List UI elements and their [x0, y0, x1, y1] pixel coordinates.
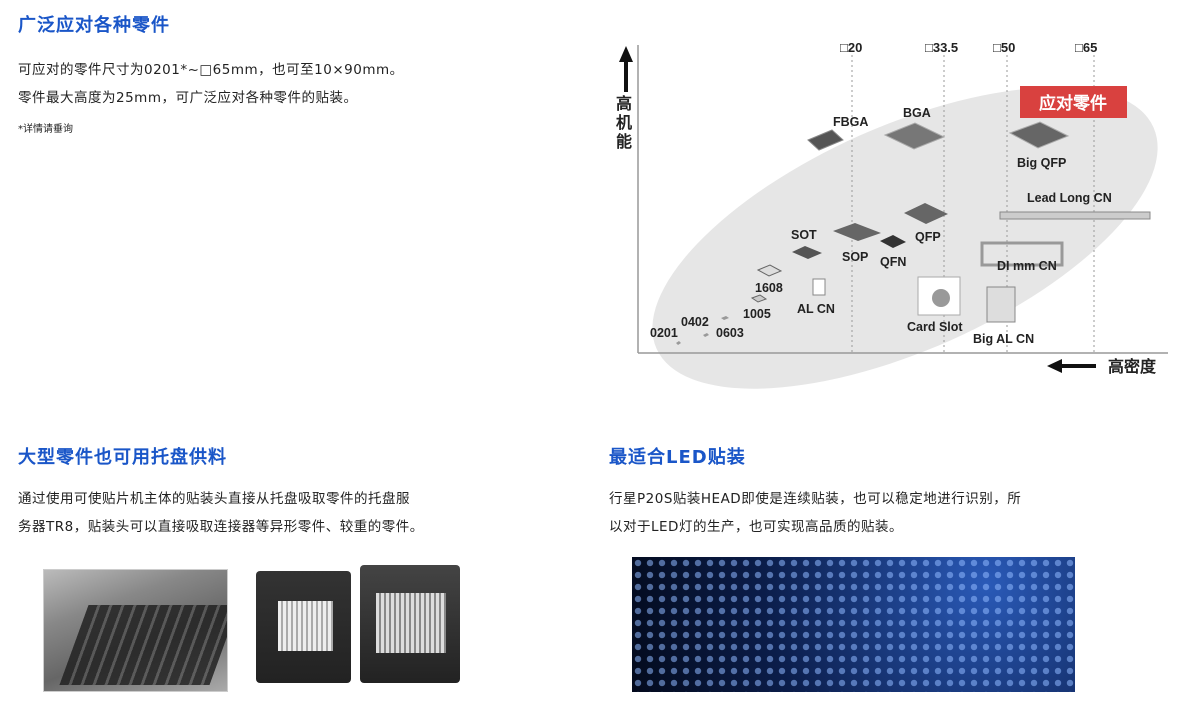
label-card-slot: Card Slot: [907, 320, 963, 334]
label-al-cn: AL CN: [797, 302, 835, 316]
label-big-al-cn: Big AL CN: [973, 332, 1034, 346]
parts-line-1: 可应对的零件尺寸为0201*~□65mm，也可至10×90mm。: [18, 62, 404, 78]
label-sot: SOT: [791, 228, 817, 242]
y-axis-label: 高机能: [616, 94, 633, 151]
badge-box: [1020, 86, 1127, 118]
section-title-tray: 大型零件也可用托盘供料: [18, 447, 227, 468]
component-shapes: [676, 121, 1151, 345]
label-fbga: FBGA: [833, 115, 868, 129]
tray-line-2: 务器TR8，贴装头可以直接吸取连接器等异形零件、较重的零件。: [18, 519, 424, 535]
up-arrow-icon: [619, 46, 633, 92]
size-tick: □65: [1075, 40, 1097, 55]
inquiry-note: *详情请垂询: [18, 124, 73, 135]
led-line-2: 以对于LED灯的生产，也可实现高品质的贴装。: [609, 519, 903, 535]
led-display-photo: [632, 557, 1075, 692]
left-arrow-icon: [1047, 359, 1096, 373]
label-0402: 0402: [681, 315, 709, 329]
label-dimm-cn: DI mm CN: [997, 259, 1057, 273]
component-range-diagram: 高密度 应对零件 □20 □33.5 □50 □65 FBGA BGA Big …: [619, 40, 1168, 389]
label-big-qfp: Big QFP: [1017, 156, 1066, 170]
label-qfp: QFP: [915, 230, 941, 244]
led-description: 行星P20S贴装HEAD即使是连续贴装，也可以稳定地进行识别，所 以对于LED灯…: [609, 485, 1021, 541]
label-sop: SOP: [842, 250, 868, 264]
tray-feeder-machines-photo: [248, 563, 472, 692]
label-bga: BGA: [903, 106, 931, 120]
size-tick: □20: [840, 40, 862, 55]
label-qfn: QFN: [880, 255, 906, 269]
label-1005: 1005: [743, 307, 771, 321]
x-axis-label: 高密度: [1108, 357, 1157, 376]
section-title-parts: 广泛应对各种零件: [18, 15, 170, 36]
tray-photo: [43, 569, 228, 692]
tray-description: 通过使用可使贴片机主体的贴装头直接从托盘吸取零件的托盘服 务器TR8，贴装头可以…: [18, 485, 424, 541]
coverage-ellipse: [652, 87, 1158, 389]
label-0201: 0201: [650, 326, 678, 340]
parts-description: 可应对的零件尺寸为0201*~□65mm，也可至10×90mm。 零件最大高度为…: [18, 56, 404, 112]
label-0603: 0603: [716, 326, 744, 340]
tray-line-1: 通过使用可使贴片机主体的贴装头直接从托盘吸取零件的托盘服: [18, 491, 410, 507]
section-title-led: 最适合LED贴装: [609, 447, 746, 468]
led-line-1: 行星P20S贴装HEAD即使是连续贴装，也可以稳定地进行识别，所: [609, 491, 1022, 507]
label-lead-long-cn: Lead Long CN: [1027, 191, 1112, 205]
size-tick: □33.5: [925, 40, 958, 55]
parts-line-2: 零件最大高度为25mm，可广泛应对各种零件的贴装。: [18, 90, 358, 106]
badge-text: 应对零件: [1039, 93, 1107, 113]
size-tick: □50: [993, 40, 1015, 55]
label-1608: 1608: [755, 281, 783, 295]
